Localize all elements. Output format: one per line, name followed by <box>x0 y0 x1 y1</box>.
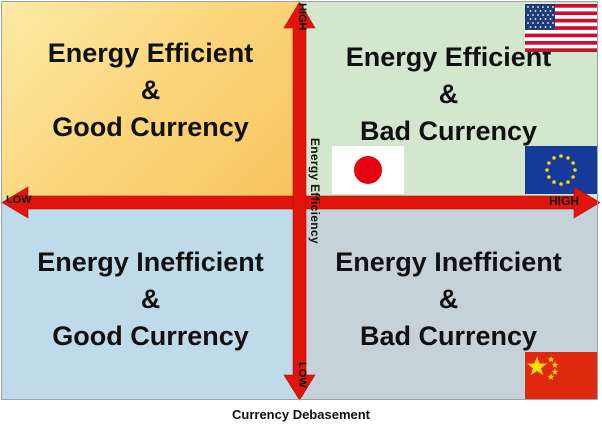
quadrant-label: Energy Inefficient & Good Currency <box>37 244 264 355</box>
x-axis-low-label: LOW <box>6 194 32 206</box>
quadrant-line-2: & <box>140 284 161 314</box>
y-axis-title: Energy Efficiency <box>308 138 322 244</box>
quadrant-line-3: Bad Currency <box>359 116 538 146</box>
quadrant-line-3: Good Currency <box>52 112 249 142</box>
quadrant-line-1: Energy Efficient <box>47 38 254 68</box>
x-axis-arrowhead-left <box>1 186 29 219</box>
y-axis-arrow <box>283 1 316 401</box>
quadrant-line-3: Bad Currency <box>359 321 538 351</box>
china-flag-icon <box>525 352 597 400</box>
quadrant-bottom-left: Energy Inefficient & Good Currency <box>2 199 299 400</box>
quadrant-line-1: Energy Efficient <box>345 42 552 72</box>
x-axis-arrowhead-right <box>573 186 601 219</box>
y-axis-arrowhead-top <box>283 1 316 29</box>
quadrant-label: Energy Inefficient & Bad Currency <box>335 244 562 355</box>
quadrant-line-3: Good Currency <box>52 321 249 351</box>
japan-flag-icon <box>332 146 404 194</box>
quadrant-top-left: Energy Efficient & Good Currency <box>2 2 299 199</box>
y-axis-low-label: LOW <box>296 362 308 388</box>
x-axis-title: Currency Debasement <box>232 407 370 422</box>
x-axis-high-label: HIGH <box>549 194 579 208</box>
y-axis-high-label: HIGH <box>296 3 308 31</box>
y-axis-arrowhead-bottom <box>283 374 316 401</box>
quadrant-line-1: Energy Inefficient <box>37 247 264 277</box>
quadrant-label: Energy Efficient & Good Currency <box>48 35 254 146</box>
quadrant-line-2: & <box>438 79 459 109</box>
quadrant-line-2: & <box>140 75 161 105</box>
eu-flag-icon <box>525 146 597 194</box>
quadrant-label: Energy Efficient & Bad Currency <box>346 39 552 150</box>
quadrant-line-2: & <box>438 284 459 314</box>
us-flag-icon <box>525 4 597 52</box>
quadrant-line-1: Energy Inefficient <box>335 247 562 277</box>
